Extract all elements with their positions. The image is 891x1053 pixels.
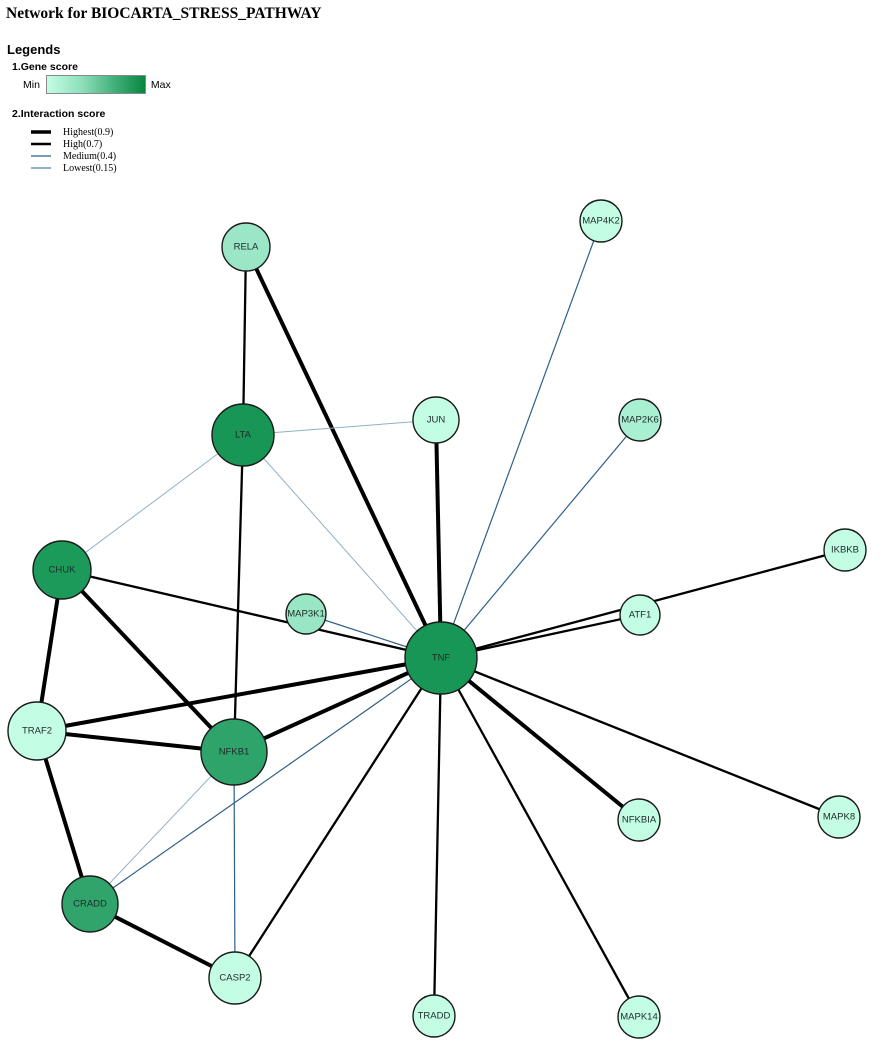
interaction-legend-item-lowest: Lowest(0.15) (31, 162, 171, 174)
edge-map4k2-tnf[interactable] (440, 220, 602, 659)
edge-casp2-tnf[interactable] (234, 657, 442, 979)
node-circle[interactable] (823, 528, 867, 572)
node-map2k6[interactable]: MAP2K6 (618, 398, 662, 442)
line-swatch-high-icon (31, 142, 51, 146)
edge-mapk8-tnf[interactable] (440, 656, 840, 819)
node-nfkbia[interactable]: NFKBIA (617, 798, 661, 842)
node-mapk8[interactable]: MAPK8 (817, 795, 861, 839)
node-chuk[interactable]: CHUK (32, 540, 92, 600)
node-lta[interactable]: LTA (211, 403, 275, 467)
gene-score-legend: 1.Gene score Min Max (7, 61, 171, 94)
node-circle[interactable] (61, 875, 119, 933)
edge-rela-tnf[interactable] (244, 246, 443, 659)
node-cradd[interactable]: CRADD (61, 875, 119, 933)
edge-nfkbia-tnf[interactable] (439, 656, 641, 822)
interaction-legend-label: Highest(0.9) (63, 126, 114, 138)
node-circle[interactable] (221, 222, 271, 272)
interaction-score-list: Highest(0.9) High(0.7) Medium(0.4) Lowes… (31, 126, 171, 174)
line-swatch-lowest-icon (31, 167, 51, 169)
node-circle[interactable] (7, 701, 67, 761)
node-circle[interactable] (817, 795, 861, 839)
node-circle[interactable] (200, 718, 268, 786)
node-circle[interactable] (211, 403, 275, 467)
node-traf2[interactable]: TRAF2 (7, 701, 67, 761)
legends-heading: Legends (7, 42, 61, 57)
edge-nfkb1-cradd[interactable] (89, 751, 235, 905)
edge-nfkb1-tnf[interactable] (233, 656, 442, 754)
interaction-legend-label: Medium(0.4) (63, 150, 117, 162)
node-ikbkb[interactable]: IKBKB (823, 528, 867, 572)
edge-lta-tnf[interactable] (242, 434, 442, 659)
interaction-legend-item-high: High(0.7) (31, 138, 171, 150)
interaction-score-legend: 2.Interaction score Highest(0.9) High(0.… (7, 108, 171, 174)
node-circle[interactable] (32, 540, 92, 600)
node-mapk14[interactable]: MAPK14 (617, 995, 661, 1039)
line-swatch-medium-icon (31, 155, 51, 157)
gene-score-max-label: Max (150, 78, 171, 91)
node-map4k2[interactable]: MAP4K2 (579, 199, 623, 243)
edge-lta-chuk[interactable] (61, 434, 244, 571)
node-casp2[interactable]: CASP2 (208, 951, 262, 1005)
interaction-score-label: 2.Interaction score (12, 108, 106, 120)
node-circle[interactable] (617, 798, 661, 842)
edge-traf2-tnf[interactable] (36, 656, 442, 733)
node-tradd[interactable]: TRADD (412, 994, 456, 1038)
edge-lta-nfkb1[interactable] (232, 434, 245, 753)
node-atf1[interactable]: ATF1 (619, 594, 661, 636)
edge-lta-jun[interactable] (242, 419, 437, 436)
node-nfkb1[interactable]: NFKB1 (200, 718, 268, 786)
node-circle[interactable] (579, 199, 623, 243)
node-map3k1[interactable]: MAP3K1 (285, 593, 327, 635)
node-circle[interactable] (619, 594, 661, 636)
edge-cradd-tnf[interactable] (89, 657, 442, 905)
edge-jun-tnf[interactable] (434, 419, 443, 659)
legends-panel: Legends 1.Gene score Min Max 2.Interacti… (7, 42, 171, 174)
node-circle[interactable] (617, 995, 661, 1039)
node-circle[interactable] (412, 396, 460, 444)
node-circle[interactable] (618, 398, 662, 442)
gene-score-gradient-bar (45, 75, 146, 94)
edge-mapk14-tnf[interactable] (439, 657, 641, 1018)
node-circle[interactable] (412, 994, 456, 1038)
gene-score-label: 1.Gene score (12, 61, 78, 73)
gene-score-min-label: Min (23, 78, 40, 91)
edge-chuk-nfkb1[interactable] (60, 568, 236, 754)
network-edges (35, 220, 846, 1018)
edge-nfkb1-casp2[interactable] (233, 751, 236, 979)
line-swatch-highest-icon (31, 130, 51, 134)
interaction-legend-label: Lowest(0.15) (63, 162, 117, 174)
node-circle[interactable] (404, 621, 478, 695)
edge-chuk-tnf[interactable] (61, 568, 442, 660)
interaction-legend-label: High(0.7) (63, 138, 103, 150)
node-rela[interactable]: RELA (221, 222, 271, 272)
interaction-legend-item-highest: Highest(0.9) (31, 126, 171, 138)
node-jun[interactable]: JUN (412, 396, 460, 444)
node-tnf[interactable]: TNF (404, 621, 478, 695)
page-title: Network for BIOCARTA_STRESS_PATHWAY (6, 5, 322, 22)
edge-traf2-cradd[interactable] (35, 730, 92, 905)
edge-map2k6-tnf[interactable] (440, 419, 641, 659)
edge-tradd-tnf[interactable] (432, 657, 443, 1017)
node-circle[interactable] (208, 951, 262, 1005)
node-circle[interactable] (285, 593, 327, 635)
interaction-legend-item-medium: Medium(0.4) (31, 150, 171, 162)
